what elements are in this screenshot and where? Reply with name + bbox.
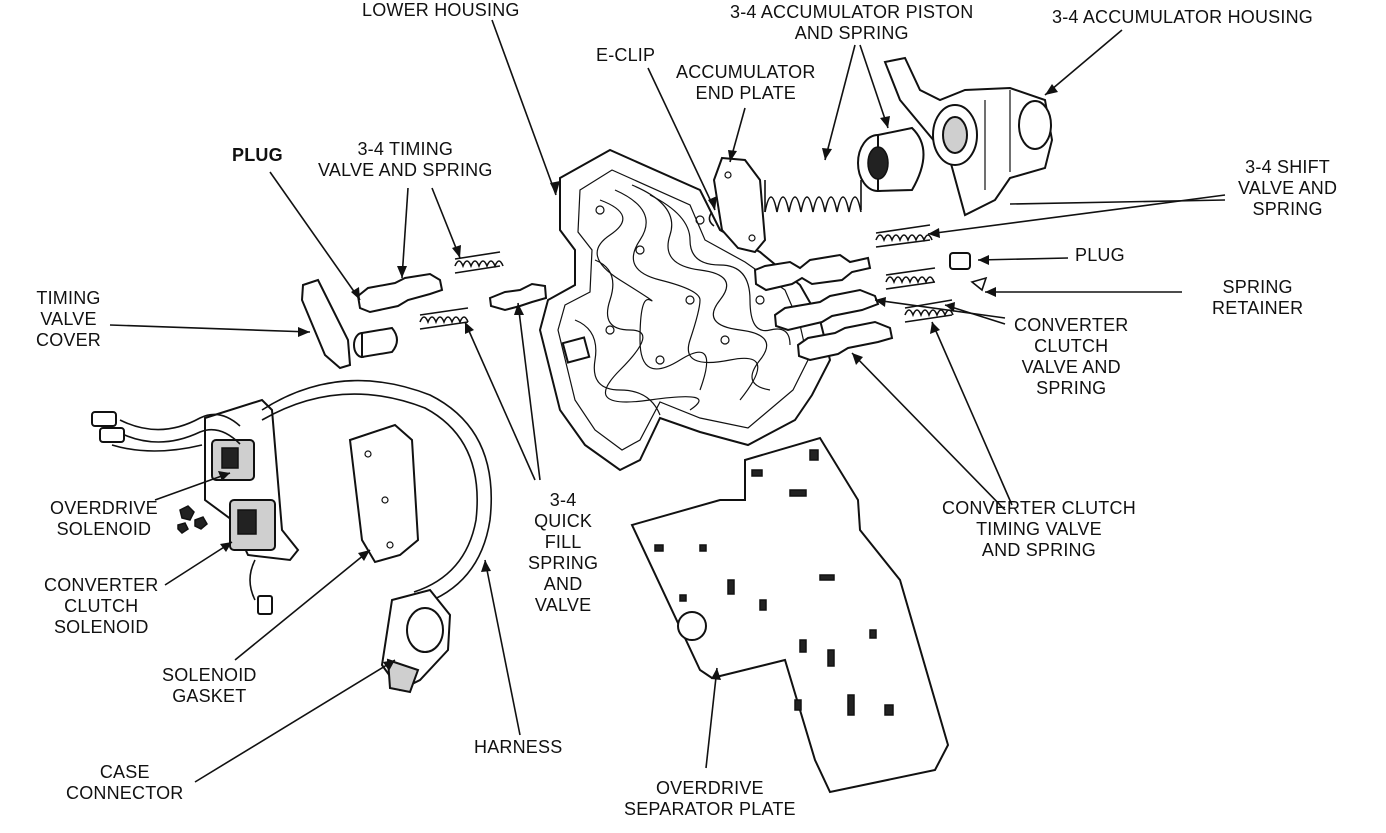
label-plug-left: PLUG [232, 145, 283, 165]
plug-left-part [353, 326, 398, 359]
label-harness: HARNESS [474, 737, 563, 757]
accumulator-piston-part [857, 126, 925, 193]
label-converter-clutch-timing: CONVERTER CLUTCH TIMING VALVE AND SPRING [942, 498, 1136, 560]
label-lower-housing: LOWER HOUSING [362, 0, 520, 20]
label-timing-valve-spring: 3-4 TIMING VALVE AND SPRING [318, 139, 493, 180]
label-spring-retainer: SPRING RETAINER [1212, 277, 1304, 318]
label-converter-clutch-valve: CONVERTER CLUTCH VALVE AND SPRING [1014, 315, 1129, 398]
label-accumulator-end-plate: ACCUMULATOR END PLATE [676, 62, 816, 103]
lower-housing-part [538, 148, 832, 472]
label-overdrive-solenoid: OVERDRIVE SOLENOID [50, 498, 158, 539]
leader-lines [109, 19, 1226, 783]
case-connector-part [380, 588, 452, 694]
label-case-connector: CASE CONNECTOR [66, 762, 184, 803]
converter-clutch-valve-part [773, 267, 988, 332]
quick-fill-part [419, 282, 548, 330]
solenoid-gasket-part [348, 423, 420, 564]
accumulator-spring-part [764, 180, 862, 213]
timing-valve-cover-part [300, 278, 352, 370]
label-timing-valve-cover: TIMING VALVE COVER [36, 288, 102, 350]
label-converter-clutch-solenoid: CONVERTER CLUTCH SOLENOID [44, 575, 159, 637]
label-accumulator-housing: 3-4 ACCUMULATOR HOUSING [1052, 7, 1313, 27]
label-e-clip: E-CLIP [596, 45, 656, 65]
label-solenoid-gasket: SOLENOID GASKET [162, 665, 257, 706]
overdrive-separator-plate-part [630, 436, 950, 794]
label-accumulator-piston: 3-4 ACCUMULATOR PISTON AND SPRING [730, 2, 974, 43]
harness-part [261, 379, 492, 606]
label-overdrive-separator-plate: OVERDRIVE SEPARATOR PLATE [624, 778, 796, 819]
arrowheads [218, 84, 1058, 680]
accumulator-housing-part [883, 56, 1054, 217]
label-shift-valve: 3-4 SHIFT VALVE AND SPRING [1238, 157, 1338, 219]
e-clip-part [708, 211, 715, 227]
converter-clutch-timing-valve-part [796, 299, 954, 362]
timing-valve-part [356, 251, 504, 314]
label-plug-right: PLUG [1075, 245, 1125, 265]
solenoid-assembly-part [91, 398, 300, 615]
label-quick-fill: 3-4 QUICK FILL SPRING AND VALVE [528, 490, 599, 615]
shift-valve-part [753, 224, 971, 292]
